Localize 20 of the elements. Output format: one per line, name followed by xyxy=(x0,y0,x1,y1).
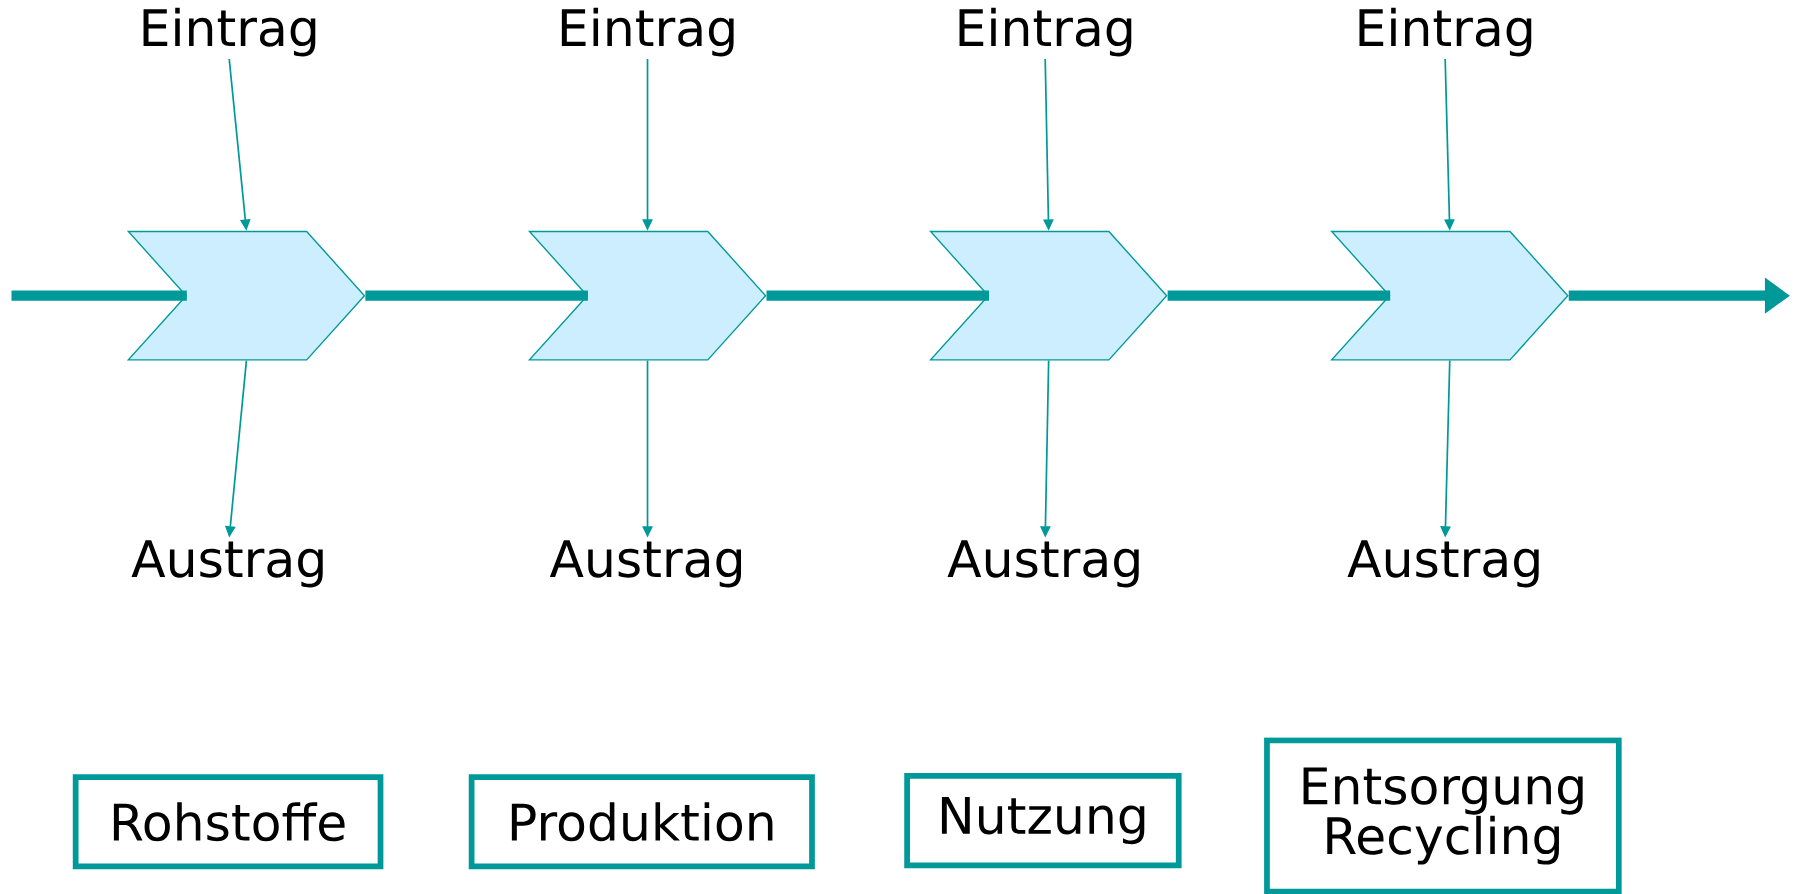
process-chevron xyxy=(929,230,1168,361)
flow-label: Austrag xyxy=(549,540,741,588)
flow-line xyxy=(1167,290,1391,301)
flow-line xyxy=(766,290,990,301)
flow-line xyxy=(11,290,187,301)
flow-label: Eintrag xyxy=(561,7,734,57)
flow-label: Eintrag xyxy=(1359,7,1532,57)
flow-label: Austrag xyxy=(131,540,323,588)
flow-label: Austrag xyxy=(947,540,1139,588)
label-box: Rohstoffe xyxy=(72,774,384,870)
process-chevron xyxy=(126,230,366,361)
label-box: Nutzung xyxy=(904,773,1182,869)
flow-label: Eintrag xyxy=(143,7,316,57)
flow-label: Austrag xyxy=(1347,540,1539,588)
flow-label: Eintrag xyxy=(959,7,1132,57)
label-box: Produktion xyxy=(468,774,815,870)
flow-line xyxy=(365,290,588,301)
process-chevron xyxy=(1330,230,1569,361)
process-chevron xyxy=(527,230,767,361)
label-box: Entsorgung Recycling xyxy=(1264,737,1622,894)
